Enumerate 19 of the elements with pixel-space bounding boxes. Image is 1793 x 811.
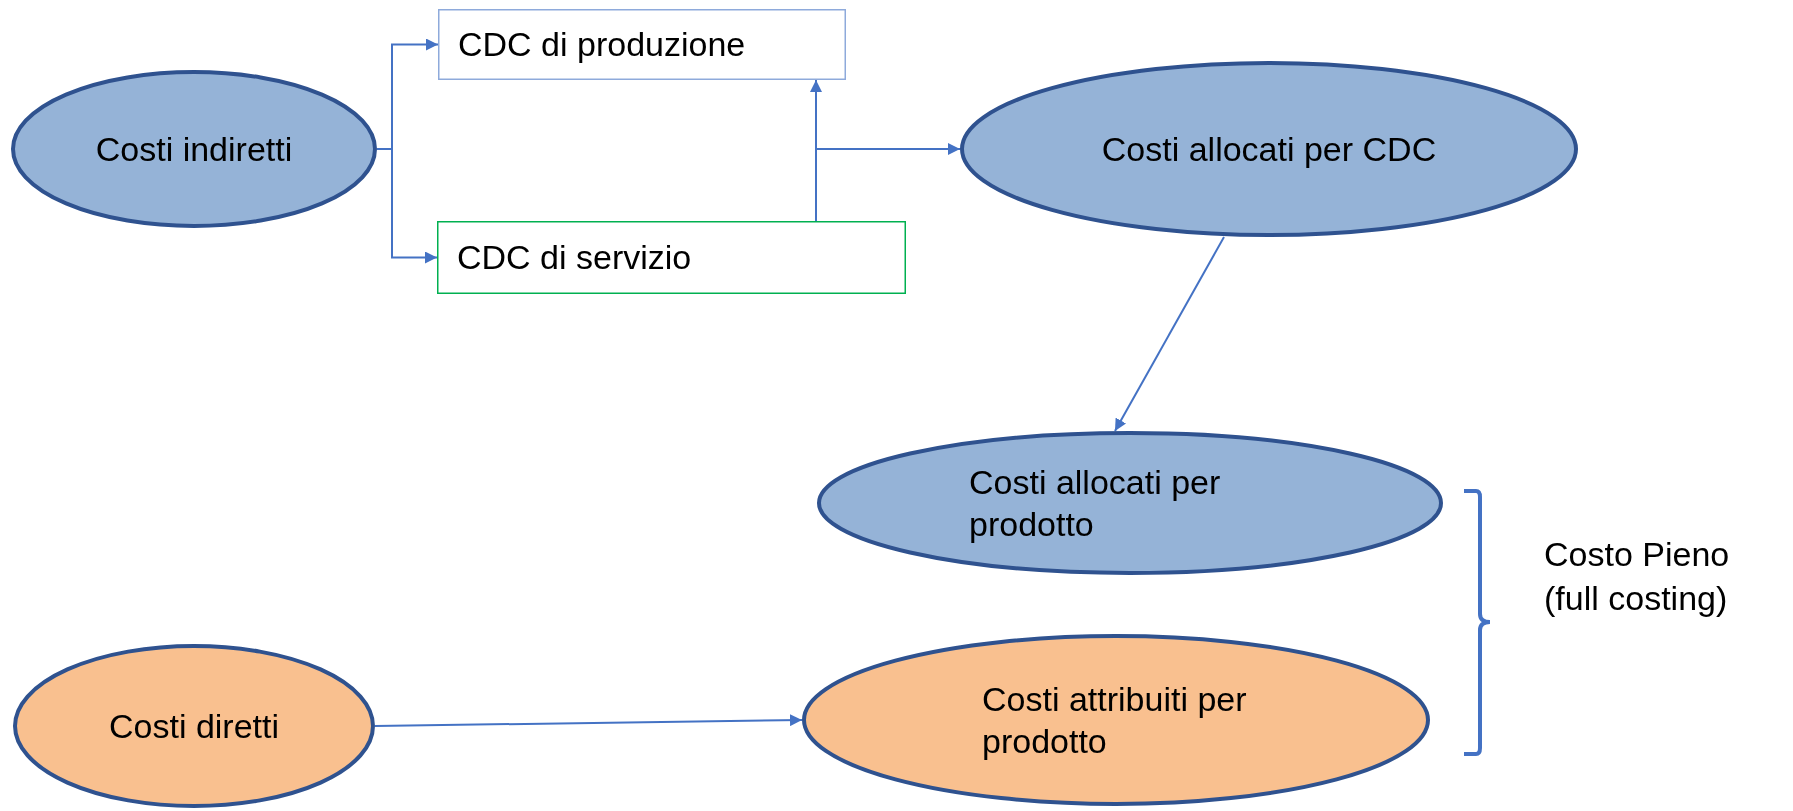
cost-center-box: [438, 9, 846, 80]
node-label: Costi indiretti: [95, 128, 293, 170]
cost-ellipse: [960, 61, 1578, 237]
node-label: Costi attribuiti per prodotto: [982, 678, 1247, 762]
bracket-label: Costo Pieno (full costing): [1544, 534, 1731, 620]
arrow: [376, 148, 438, 264]
arrow: [815, 143, 961, 222]
cost-ellipse: [817, 431, 1443, 575]
node-label: Costi diretti: [108, 705, 280, 747]
node-label: CDC di servizio: [457, 237, 692, 279]
cost-ellipse: [11, 70, 377, 228]
arrow: [374, 714, 803, 727]
node-label: Costi allocati per prodotto: [969, 461, 1222, 545]
arrow: [1114, 236, 1225, 432]
cost-ellipse: [13, 644, 375, 808]
node-label: Costi allocati per CDC: [1101, 128, 1437, 170]
cost-ellipse: [802, 634, 1430, 806]
node-label: CDC di produzione: [458, 24, 746, 66]
cost-center-box: [437, 221, 906, 294]
